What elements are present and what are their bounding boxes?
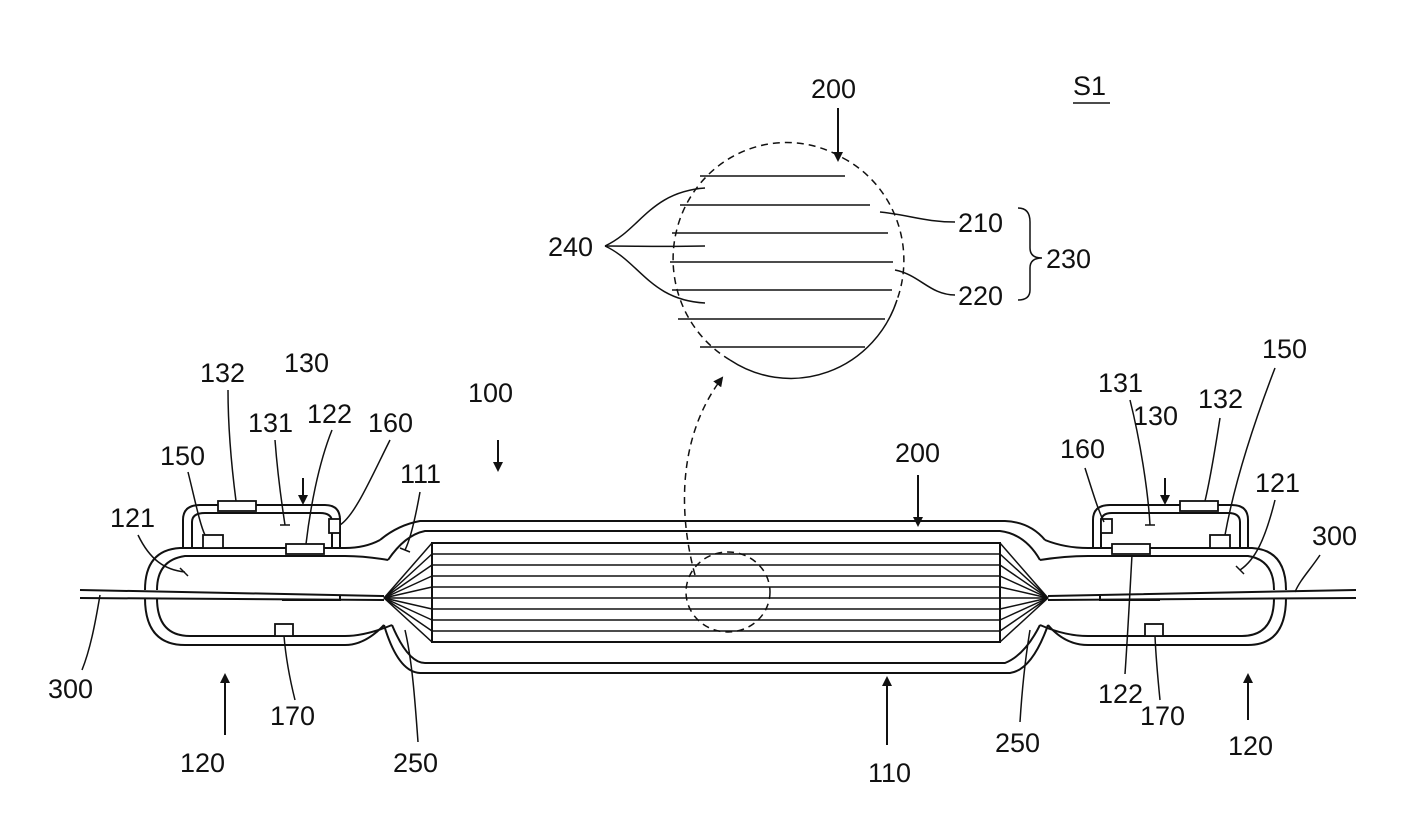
- label-122-right: 122: [1098, 679, 1143, 709]
- label-131-left: 131: [248, 408, 293, 438]
- part-122-right: [1112, 544, 1150, 554]
- label-170-right: 170: [1140, 701, 1185, 731]
- label-130-right: 130: [1133, 401, 1178, 431]
- label-300-right: 300: [1312, 521, 1357, 551]
- label-132-right: 132: [1198, 384, 1243, 414]
- label-132-left: 132: [200, 358, 245, 388]
- part-150-right: [1210, 535, 1230, 548]
- label-200-top: 200: [811, 74, 856, 104]
- label-250-right: 250: [995, 728, 1040, 758]
- detail-circle-dashed-left: [673, 143, 843, 360]
- label-230: 230: [1046, 244, 1091, 274]
- label-120-right: 120: [1228, 731, 1273, 761]
- part-122-left: [286, 544, 324, 554]
- label-240: 240: [548, 232, 593, 262]
- label-122-left: 122: [307, 399, 352, 429]
- electrode-assembly-200: [384, 543, 1048, 642]
- left-compartment: [145, 501, 392, 645]
- detail-circle-dashed-right: [843, 158, 904, 300]
- label-150-right: 150: [1262, 334, 1307, 364]
- part-170-right: [1145, 624, 1163, 636]
- magnify-arrow: [684, 378, 722, 575]
- detail-circle-solid-bottom: [730, 300, 897, 378]
- part-170-left: [275, 624, 293, 636]
- part-132-right: [1180, 501, 1218, 511]
- label-160-right: 160: [1060, 434, 1105, 464]
- part-150-left: [203, 535, 223, 548]
- label-250-left: 250: [393, 748, 438, 778]
- brace-230: [1018, 208, 1042, 300]
- part-160-left: [329, 519, 340, 533]
- label-130-left: 130: [284, 348, 329, 378]
- right-compartment: [1040, 501, 1286, 645]
- label-200-mid: 200: [895, 438, 940, 468]
- part-160-right: [1101, 519, 1112, 533]
- detail-magnified-view: [670, 143, 904, 379]
- label-121-left: 121: [110, 503, 155, 533]
- label-120-left: 120: [180, 748, 225, 778]
- label-131-right: 131: [1098, 368, 1143, 398]
- label-111: 111: [400, 459, 441, 489]
- label-210: 210: [958, 208, 1003, 238]
- label-220: 220: [958, 281, 1003, 311]
- label-160-left: 160: [368, 408, 413, 438]
- label-170-left: 170: [270, 701, 315, 731]
- part-132-left: [218, 501, 256, 511]
- label-121-right: 121: [1255, 468, 1300, 498]
- label-110: 110: [868, 758, 911, 788]
- label-100: 100: [468, 378, 513, 408]
- label-300-left: 300: [48, 674, 93, 704]
- label-150-left: 150: [160, 441, 205, 471]
- sheet-label: S1: [1073, 71, 1106, 101]
